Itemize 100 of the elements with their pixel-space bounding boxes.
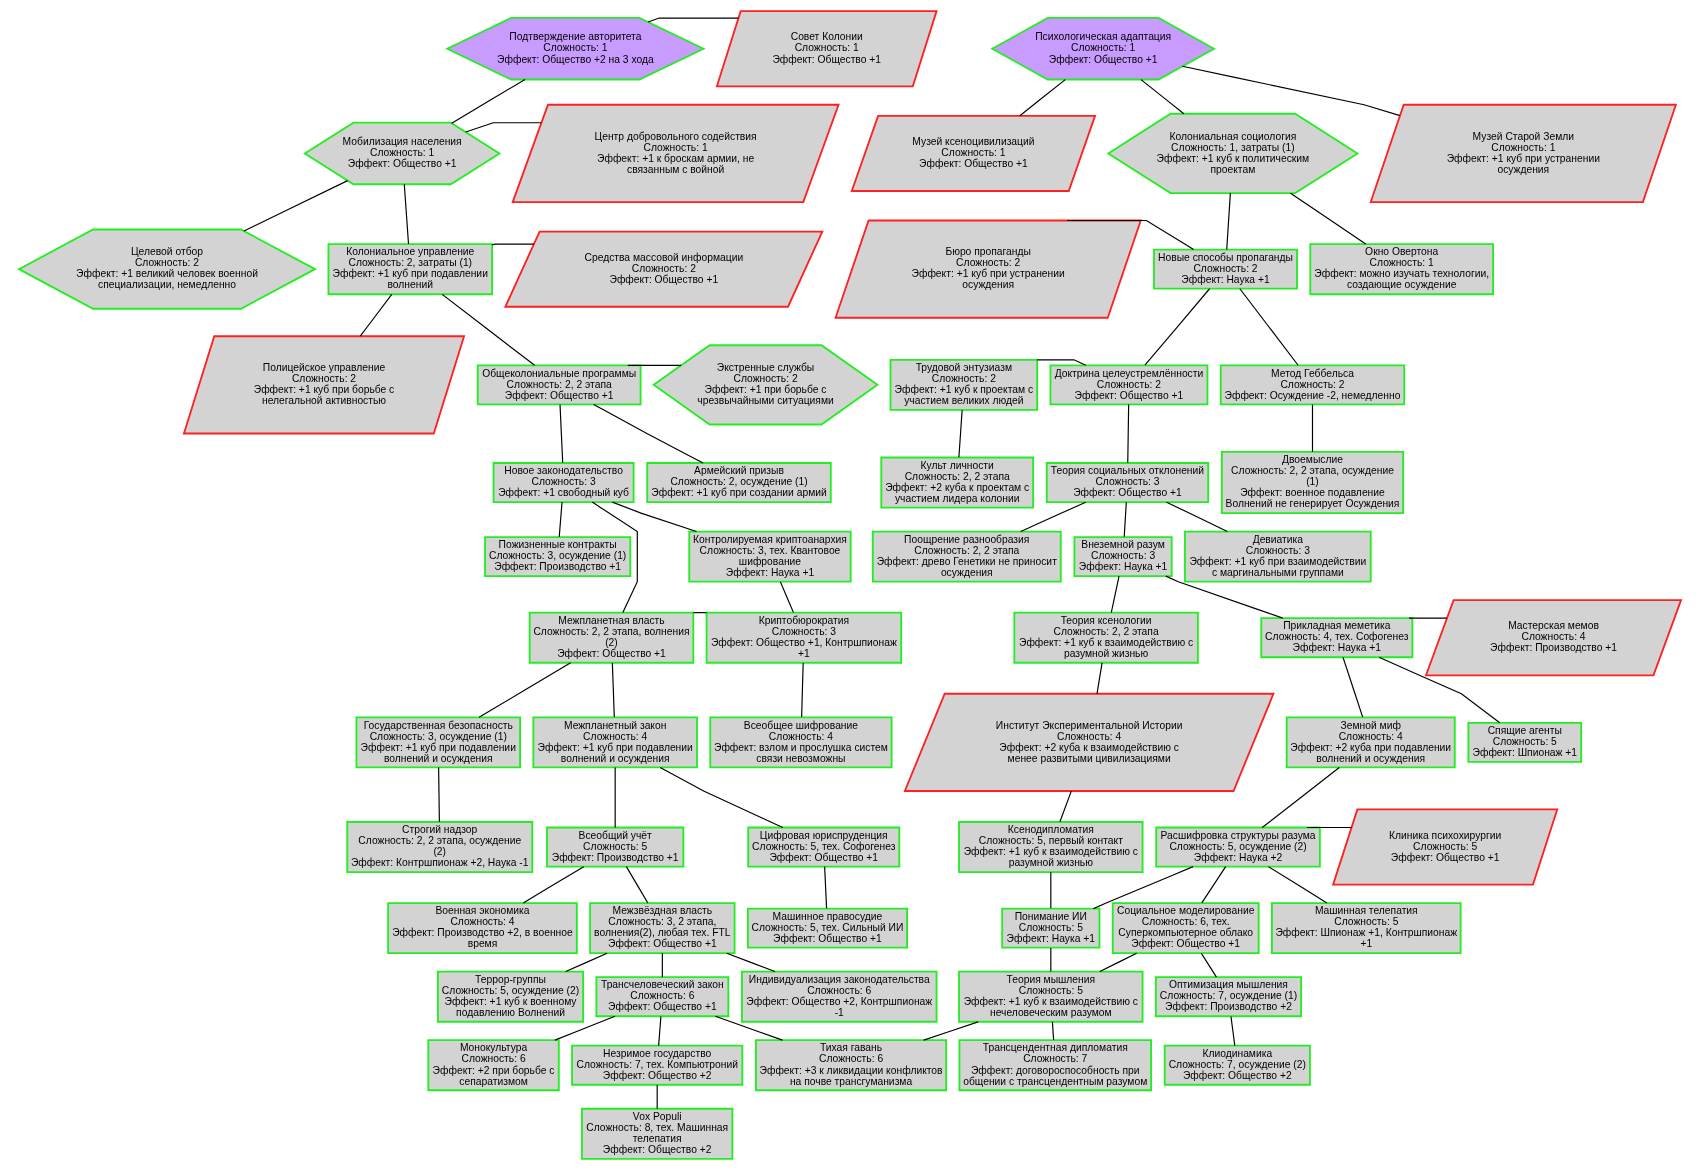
node-box: Социальное моделирование Сложность: 6, тех. Суперкомпьютерное облако Эффект: Общество +1 [1111, 902, 1260, 955]
connector [1092, 866, 1194, 910]
node-box: Межзвёздная власть Сложность: 3, 2 этапа, волнения(2), любая тех. FTL Эффект: Общество +1 [588, 902, 735, 955]
node-box: Террор-группы Сложность: 5, осуждение (2) Эффект: +1 куб к военному подавлению Волнений [436, 970, 584, 1023]
node-box: Индивидуализация законодательства Сложность: 6 Эффект: Общество +2, Контршпионаж -1 [740, 970, 937, 1023]
node-box: Колониальное управление Сложность: 2, затраты (1) Эффект: +1 куб при подавлении волнений [327, 243, 493, 296]
connector [1261, 767, 1340, 829]
node-box: Vox Populi Сложность: 8, тех. Машинная телепатия Эффект: Общество +2 [580, 1107, 733, 1160]
node-box: Спящие агенты Сложность: 5 Эффект: Шпионаж +1 [1466, 721, 1582, 763]
connector [611, 662, 615, 718]
node-box: Машинная телепатия Сложность: 5 Эффект: Шпионаж +1, Контршпионаж +1 [1270, 902, 1462, 955]
node-box: Трансцендентная дипломатия Сложность: 7 Эффект: договороспособность при общении с трансцендентным разумом [958, 1039, 1152, 1092]
node-box: Окно Овертона Сложность: 1 Эффект: можно изучать технологии, создающие осуждение [1308, 243, 1494, 296]
connector [564, 952, 608, 973]
connector [591, 501, 638, 614]
connector [625, 866, 648, 904]
connector [464, 122, 542, 133]
connector [1098, 952, 1137, 973]
connector [656, 1084, 658, 1110]
connector [478, 662, 571, 718]
connector [1126, 404, 1129, 464]
node-box: Межпланетная власть Сложность: 2, 2 этапа, волнения (2) Эффект: Общество +1 [528, 611, 694, 664]
node-box: Земной миф Сложность: 4 Эффект: +2 куба при подавлении волнений и осуждения [1285, 716, 1456, 769]
node-box: Поощрение разнообразия Сложность: 2, 2 этапа Эффект: древо Генетики не приносит осуждения [871, 530, 1062, 583]
node-box: Теория ксенологии Сложность: 2, 2 этапа Эффект: +1 куб к взаимодействию с разумной жизнью [1012, 611, 1199, 664]
node-box: Криптобюрократия Сложность: 3 Эффект: Общество +1, Контршпионаж +1 [705, 611, 902, 664]
node-box: Всеобщий учёт Сложность: 5 Эффект: Производство +1 [545, 826, 684, 868]
node-box: Военная экономика Сложность: 4 Эффект: Производство +2, в военное время [386, 902, 578, 955]
connector [558, 404, 563, 464]
connector [441, 293, 535, 366]
connector [1095, 662, 1103, 695]
node-box: Доктрина целеустремлённости Сложность: 2 Эффект: Общество +1 [1049, 364, 1208, 406]
connector [1058, 790, 1072, 823]
connector [1407, 617, 1447, 619]
connector [1181, 65, 1401, 117]
node-box: Понимание ИИ Сложность: 5 Эффект: Наука +1 [1000, 907, 1100, 949]
node-box: Строгий надзор Сложность: 2, 2 этапа, осуждение (2) Эффект: Контршпионаж +2, Наука -1 [345, 821, 533, 874]
connector [522, 866, 584, 904]
node-box: Незримое государство Сложность: 7, тех. Компьютроний Эффект: Общество +2 [570, 1044, 743, 1086]
node-box: Трудовой энтузиазм Сложность: 2 Эффект: +1 куб к проектам с участием великих людей [889, 358, 1038, 411]
connector [359, 293, 392, 337]
node-box: Оптимизация мышления Сложность: 7, осуждение (1) Эффект: Производство +2 [1154, 976, 1302, 1018]
connector [1049, 871, 1051, 909]
node-box: Контролируемая криптоанархия Сложность: 3, тех. Квантовое шифрование Эффект: Наука +1 [687, 530, 852, 583]
connector [1200, 866, 1226, 904]
node-box: Общеколониальные программы Сложность: 2, 2 этапа Эффект: Общество +1 [476, 364, 642, 406]
connector [823, 866, 827, 909]
connector [1200, 952, 1217, 978]
connector [450, 78, 526, 124]
connector [657, 1015, 661, 1047]
node-box: Новое законодательство Сложность: 3 Эффект: +1 свободный куб [492, 462, 634, 503]
node-box: Ксенодипломатия Сложность: 5, первый контакт Эффект: +1 куб к взаимодействию с разумной жизнью [957, 821, 1143, 874]
connector [1305, 826, 1352, 829]
node-box: Тихая гавань Сложность: 6 Эффект: +3 к ликвидации конфликтов на почве трансгуманизма [754, 1039, 947, 1092]
connector [659, 766, 783, 829]
node-box: Монокультура Сложность: 6 Эффект: +2 при борьбе с сепаратизмом [426, 1039, 560, 1092]
connector [1229, 1015, 1235, 1047]
connector [592, 403, 704, 464]
connector [1238, 288, 1299, 366]
connector [626, 364, 682, 366]
connector [779, 581, 794, 613]
connector [1225, 192, 1231, 250]
node-box: Армейский призыв Сложность: 2, осуждение (1) Эффект: +1 куб при создании армий [645, 462, 832, 503]
node-box: Двоемыслие Сложность: 2, 2 этапа, осуждение (1) Эффект: военное подавление Волнений не генерирует Осуждения [1220, 451, 1404, 515]
node-box: Расшифровка структуры разума Сложность: 5, осуждение (2) Эффект: Наука +2 [1154, 826, 1321, 868]
node-box: Машинное правосудие Сложность: 5, тех. Сильный ИИ Эффект: Общество +1 [746, 907, 908, 949]
node-box: Цифровая юриспруденция Сложность: 5, тех. Софогенез Эффект: Общество +1 [746, 826, 900, 868]
node-box: Метод Геббельса Сложность: 2 Эффект: Осуждение -2, немедленно [1219, 364, 1405, 406]
connector [661, 952, 663, 978]
node-box: Трансчеловеческий закон Сложность: 6 Эффект: Общество +1 [594, 976, 729, 1018]
connector [692, 612, 707, 614]
connector [957, 409, 963, 458]
connector [1289, 192, 1366, 245]
node-box: Девиатика Сложность: 3 Эффект: +1 куб при взаимодействии с маргинальными группами [1183, 530, 1372, 583]
connector [614, 767, 616, 829]
node-box: Теория мышления Сложность: 5 Эффект: +1 куб к взаимодействию с нечеловеческим разумом [957, 970, 1143, 1023]
node-box: Новые способы пропаганды Сложность: 2 Эффект: Наука +1 [1152, 248, 1298, 290]
node-box: Всеобщее шифрование Сложность: 4 Эффект: взлом и прослушка систем связи невозможны [708, 716, 892, 769]
connector [1123, 501, 1127, 538]
node-box: Государственная безопасность Сложность: 3, осуждение (1) Эффект: +1 куб при подавлении волнений и осуждения [355, 716, 521, 769]
connector [1164, 575, 1283, 619]
node-box: Пожизненные контракты Сложность: 3, осуждение (1) Эффект: Производство +1 [483, 536, 631, 578]
connector [800, 662, 804, 718]
connector [403, 183, 409, 245]
node-box: Внеземной разум Сложность: 3 Эффект: Наука +1 [1073, 536, 1173, 578]
connector [1036, 359, 1086, 366]
connector [491, 243, 534, 246]
node-box: Клиодинамика Сложность: 7, осуждение (2) Эффект: Общество +2 [1163, 1044, 1311, 1086]
connector [1267, 866, 1327, 904]
connector [1143, 288, 1210, 366]
node-box: Прикладная меметика Сложность: 4, тех. Софогенез Эффект: Наука +1 [1259, 617, 1413, 659]
connector [647, 17, 739, 23]
connector [242, 180, 348, 232]
connector [1341, 656, 1363, 718]
connector [1066, 219, 1194, 251]
connector [558, 501, 563, 538]
connector [1110, 575, 1120, 614]
node-box: Теория социальных отклонений Сложность: 3 Эффект: Общество +1 [1045, 462, 1209, 503]
connector [1139, 79, 1184, 115]
connector [437, 767, 440, 823]
